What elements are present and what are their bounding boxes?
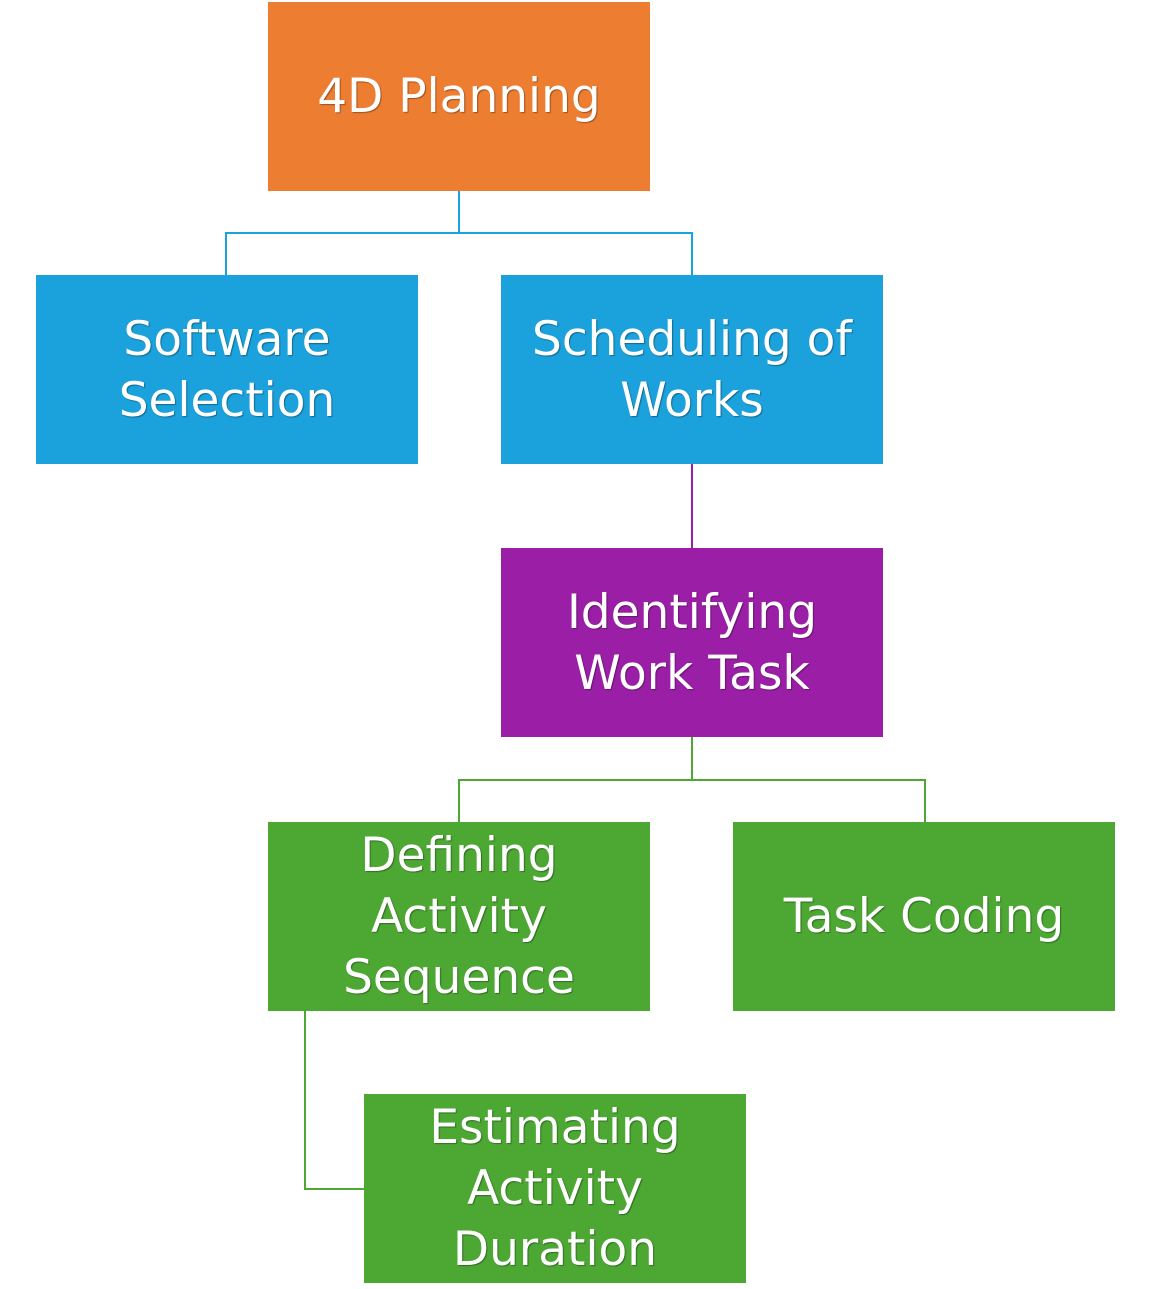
node-estimating-activity-duration: Estimating Activity Duration [364, 1094, 746, 1283]
node-scheduling-of-works: Scheduling of Works [501, 275, 883, 464]
node-4d-planning: 4D Planning [268, 2, 650, 191]
node-defining-activity-sequence-line-1: Defining [360, 828, 558, 883]
node-estimating-activity-duration-line-1: Estimating [429, 1100, 681, 1155]
node-scheduling-of-works-line-1: Scheduling of [532, 311, 852, 367]
node-identifying-work-task-line-2: Work Task [574, 645, 810, 701]
node-estimating-activity-duration-line-2: Activity [467, 1161, 643, 1216]
node-defining-activity-sequence-line-2: Activity [371, 889, 547, 944]
connector-root-to-scheduling [459, 232, 693, 275]
node-identifying-work-task: Identifying Work Task [501, 548, 883, 737]
node-estimating-activity-duration-line-3: Duration [452, 1222, 658, 1277]
connector-identifying-to-defining [458, 737, 693, 822]
node-identifying-work-task-line-1: Identifying [566, 584, 818, 640]
node-software-selection-line-1: Software [123, 311, 331, 367]
node-defining-activity-sequence: Defining Activity Sequence [268, 822, 650, 1011]
node-defining-activity-sequence-line-3: Sequence [343, 950, 575, 1005]
node-task-coding: Task Coding [733, 822, 1115, 1011]
connector-root-to-software [225, 191, 460, 275]
node-task-coding-line-1: Task Coding [783, 889, 1065, 944]
node-software-selection-line-2: Selection [118, 372, 336, 428]
connector-identifying-to-taskcoding [692, 779, 926, 822]
node-software-selection: Software Selection [36, 275, 418, 464]
node-scheduling-of-works-line-2: Works [620, 372, 764, 428]
node-4d-planning-line-1: 4D Planning [317, 69, 601, 124]
connector-defining-to-estimating [304, 1011, 364, 1190]
